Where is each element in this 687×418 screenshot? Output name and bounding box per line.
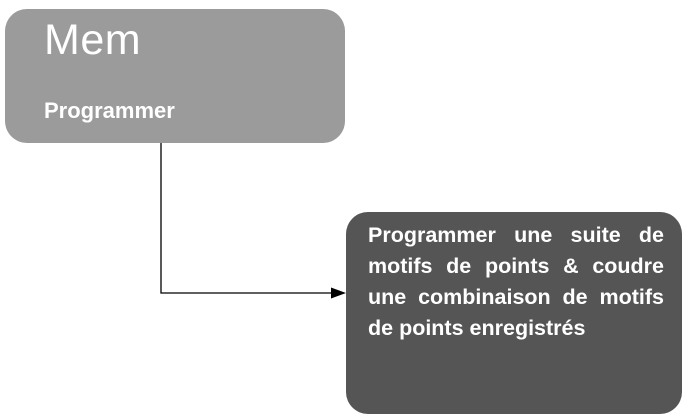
mem-button-box: Mem Programmer — [5, 9, 345, 143]
arrow-right-icon — [331, 287, 346, 299]
mem-title: Mem — [44, 16, 142, 64]
description-box: Programmer une suite de motifs de points… — [346, 212, 682, 414]
connector-line — [160, 143, 333, 294]
mem-subtitle: Programmer — [44, 98, 175, 123]
description-text: Programmer une suite de motifs de points… — [368, 223, 664, 340]
